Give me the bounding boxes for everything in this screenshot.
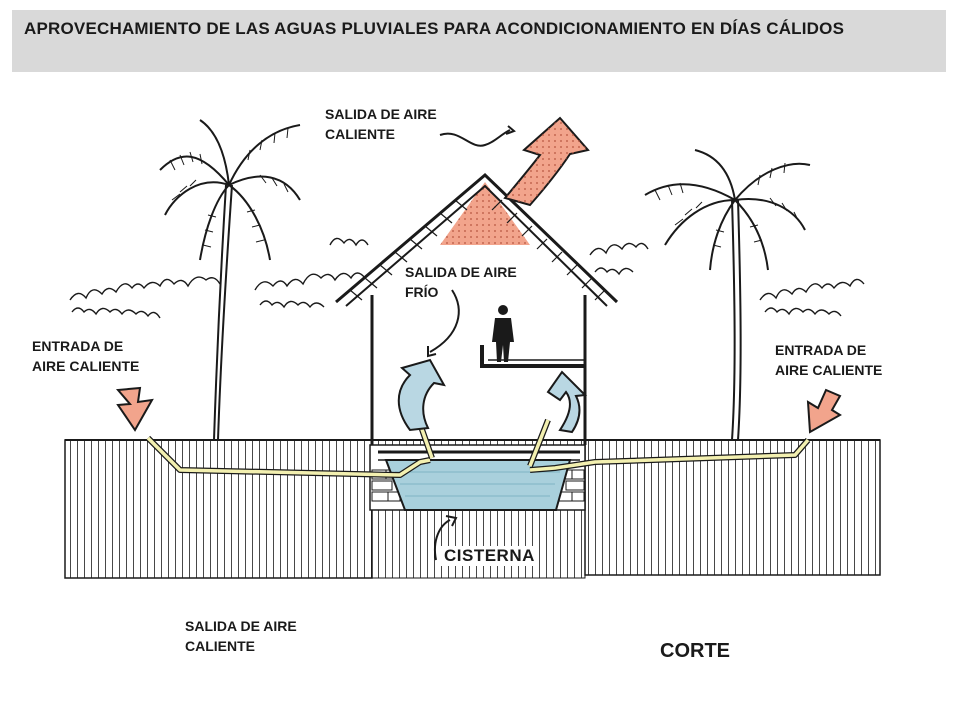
label-hot-air-outlet-bottom: SALIDA DE AIRE CALIENTE (185, 618, 297, 654)
cold-air-arrow-left (397, 358, 446, 432)
title-bar: APROVECHAMIENTO DE LAS AGUAS PLUVIALES P… (12, 10, 946, 72)
label-hot-air-intake-right: ENTRADA DE AIRE CALIENTE (775, 342, 883, 378)
palm-tree-right (644, 149, 811, 441)
air-ducts (145, 417, 811, 478)
label-hot-air-outlet-top: SALIDA DE AIRE CALIENTE (325, 106, 437, 142)
bushes-right (589, 242, 865, 317)
label-section: CORTE (660, 640, 730, 662)
person-figure (492, 305, 514, 362)
label-cistern: CISTERNA (440, 546, 539, 566)
page-title: APROVECHAMIENTO DE LAS AGUAS PLUVIALES P… (24, 19, 845, 38)
hot-air-intake-arrow-right (806, 388, 842, 434)
cold-air-arrow-right (546, 370, 588, 434)
hot-air-outlet-arrow (503, 116, 590, 207)
hot-air-intake-arrow-left (115, 386, 154, 432)
label-hot-air-intake-left: ENTRADA DE AIRE CALIENTE (32, 338, 140, 374)
bushes-left (69, 237, 369, 319)
cistern (369, 444, 586, 511)
label-cold-air-outlet: SALIDA DE AIRE FRÍO (405, 264, 517, 300)
house (335, 172, 619, 445)
label-pointers (427, 125, 516, 561)
palm-tree-left (159, 119, 301, 441)
